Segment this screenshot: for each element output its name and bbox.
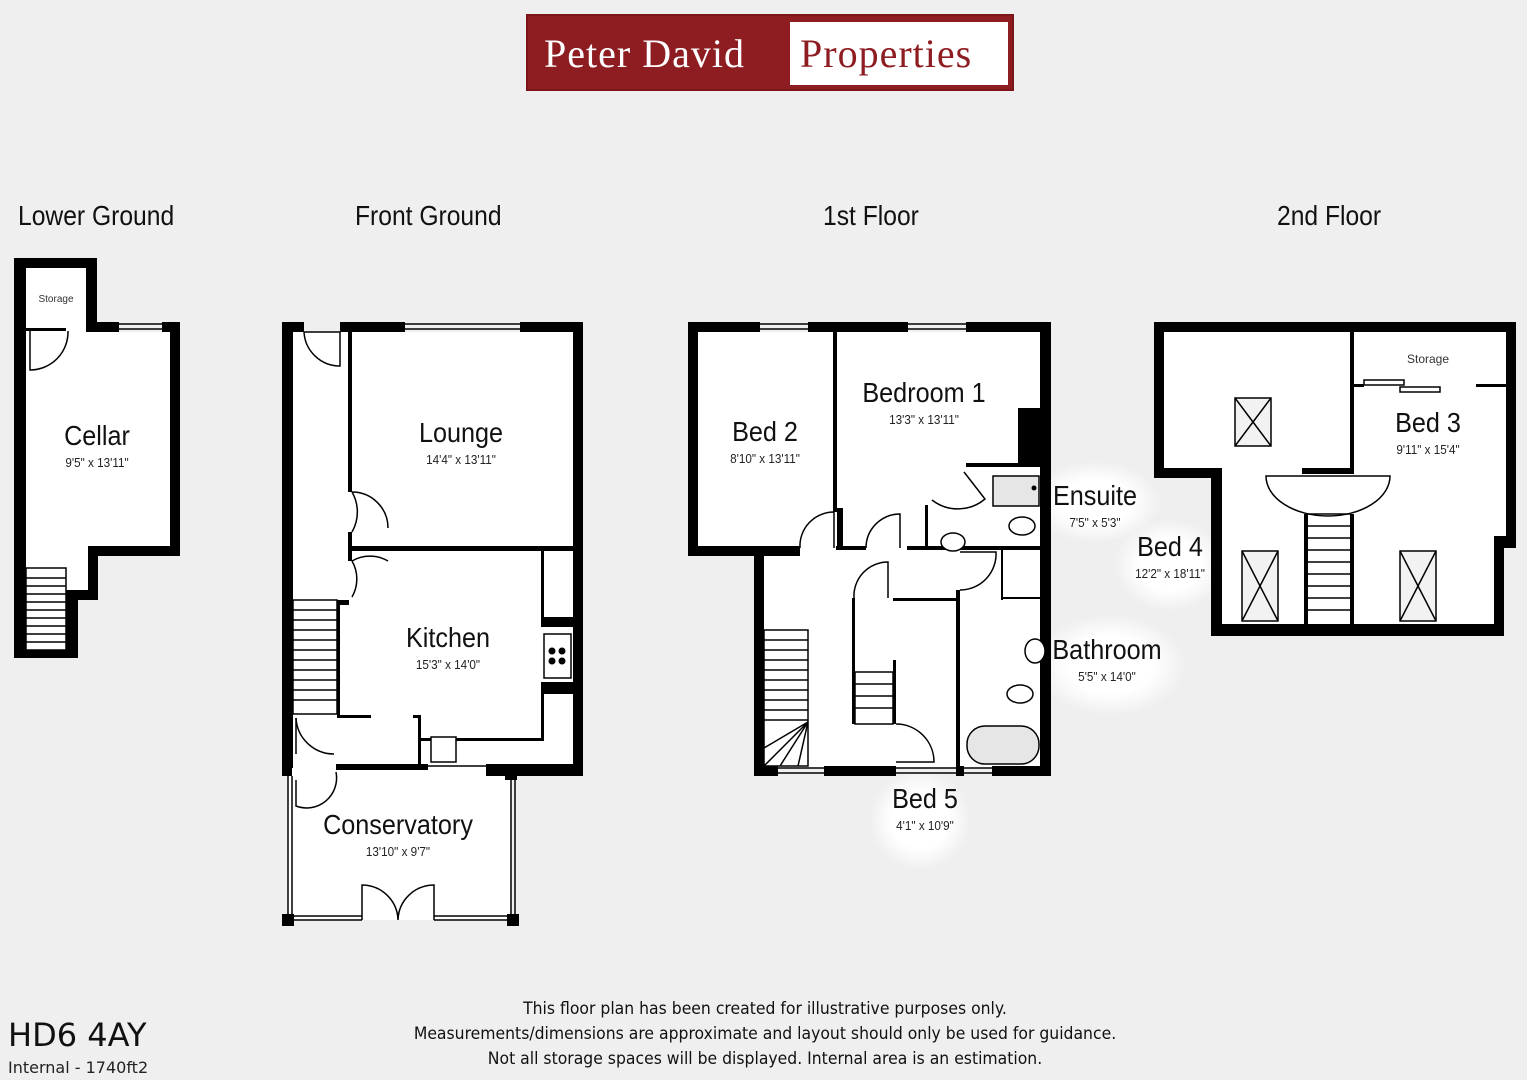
room-dim-conservatory: 13'10" x 9'7" — [365, 844, 431, 859]
room-dim-bed-3: 9'11" x 15'4" — [1396, 442, 1460, 457]
room-dim-bed-5: 4'1" x 10'9" — [896, 818, 954, 833]
room-dim-ensuite: 7'5" x 5'3" — [1069, 515, 1121, 530]
room-label-bed-4: Bed 4 — [1137, 531, 1203, 562]
floor-label-lower-ground: Lower Ground — [18, 200, 175, 231]
room-label-conservatory: Conservatory — [323, 809, 473, 840]
label-glow — [1035, 615, 1185, 715]
disclaimer-line-2: Measurements/dimensions are approximate … — [413, 1024, 1117, 1044]
floor-label-front-ground: Front Ground — [355, 200, 502, 231]
room-dim-bathroom: 5'5" x 14'0" — [1078, 669, 1136, 684]
logo-text-box: Properties — [790, 22, 1008, 85]
room-dim-bed-4: 12'2" x 18'11" — [1135, 566, 1205, 581]
room-label-storage-lower: Storage — [38, 294, 74, 305]
room-dim-lounge: 14'4" x 13'11" — [426, 452, 496, 467]
postcode: HD6 4AY — [8, 1016, 147, 1054]
logo-text-peter-david: Peter David — [544, 31, 745, 76]
company-logo: Peter David Properties — [526, 14, 1014, 91]
room-label-bed-5: Bed 5 — [892, 783, 958, 814]
room-label-bed-2: Bed 2 — [732, 416, 798, 447]
room-label-bed-3: Bed 3 — [1395, 407, 1461, 438]
room-label-storage-upper: Storage — [1406, 352, 1450, 366]
disclaimer-line-1: This floor plan has been created for ill… — [523, 999, 1007, 1019]
room-label-cellar: Cellar — [64, 420, 130, 451]
room-label-lounge: Lounge — [418, 417, 504, 448]
room-dim-bedroom-1: 13'3" x 13'11" — [889, 412, 959, 427]
label-glow — [1115, 520, 1225, 610]
floor-label-2nd-floor: 2nd Floor — [1277, 200, 1382, 231]
disclaimer-line-3: Not all storage spaces will be displayed… — [487, 1049, 1043, 1069]
room-dim-bed-2: 8'10" x 13'11" — [730, 451, 800, 466]
label-glow — [870, 770, 970, 870]
logo-text-properties: Properties — [800, 31, 973, 76]
disclaimer: This floor plan has been created for ill… — [411, 997, 1119, 1072]
room-label-kitchen: Kitchen — [405, 622, 491, 653]
room-label-bathroom: Bathroom — [1052, 634, 1162, 665]
room-dim-cellar: 9'5" x 13'11" — [65, 455, 129, 470]
room-dim-kitchen: 15'3" x 14'0" — [415, 657, 481, 672]
floor-label-1st-floor: 1st Floor — [823, 200, 919, 231]
internal-area: Internal - 1740ft2 — [8, 1058, 149, 1077]
room-label-bedroom-1: Bedroom 1 — [862, 377, 986, 408]
room-label-ensuite: Ensuite — [1052, 480, 1138, 511]
